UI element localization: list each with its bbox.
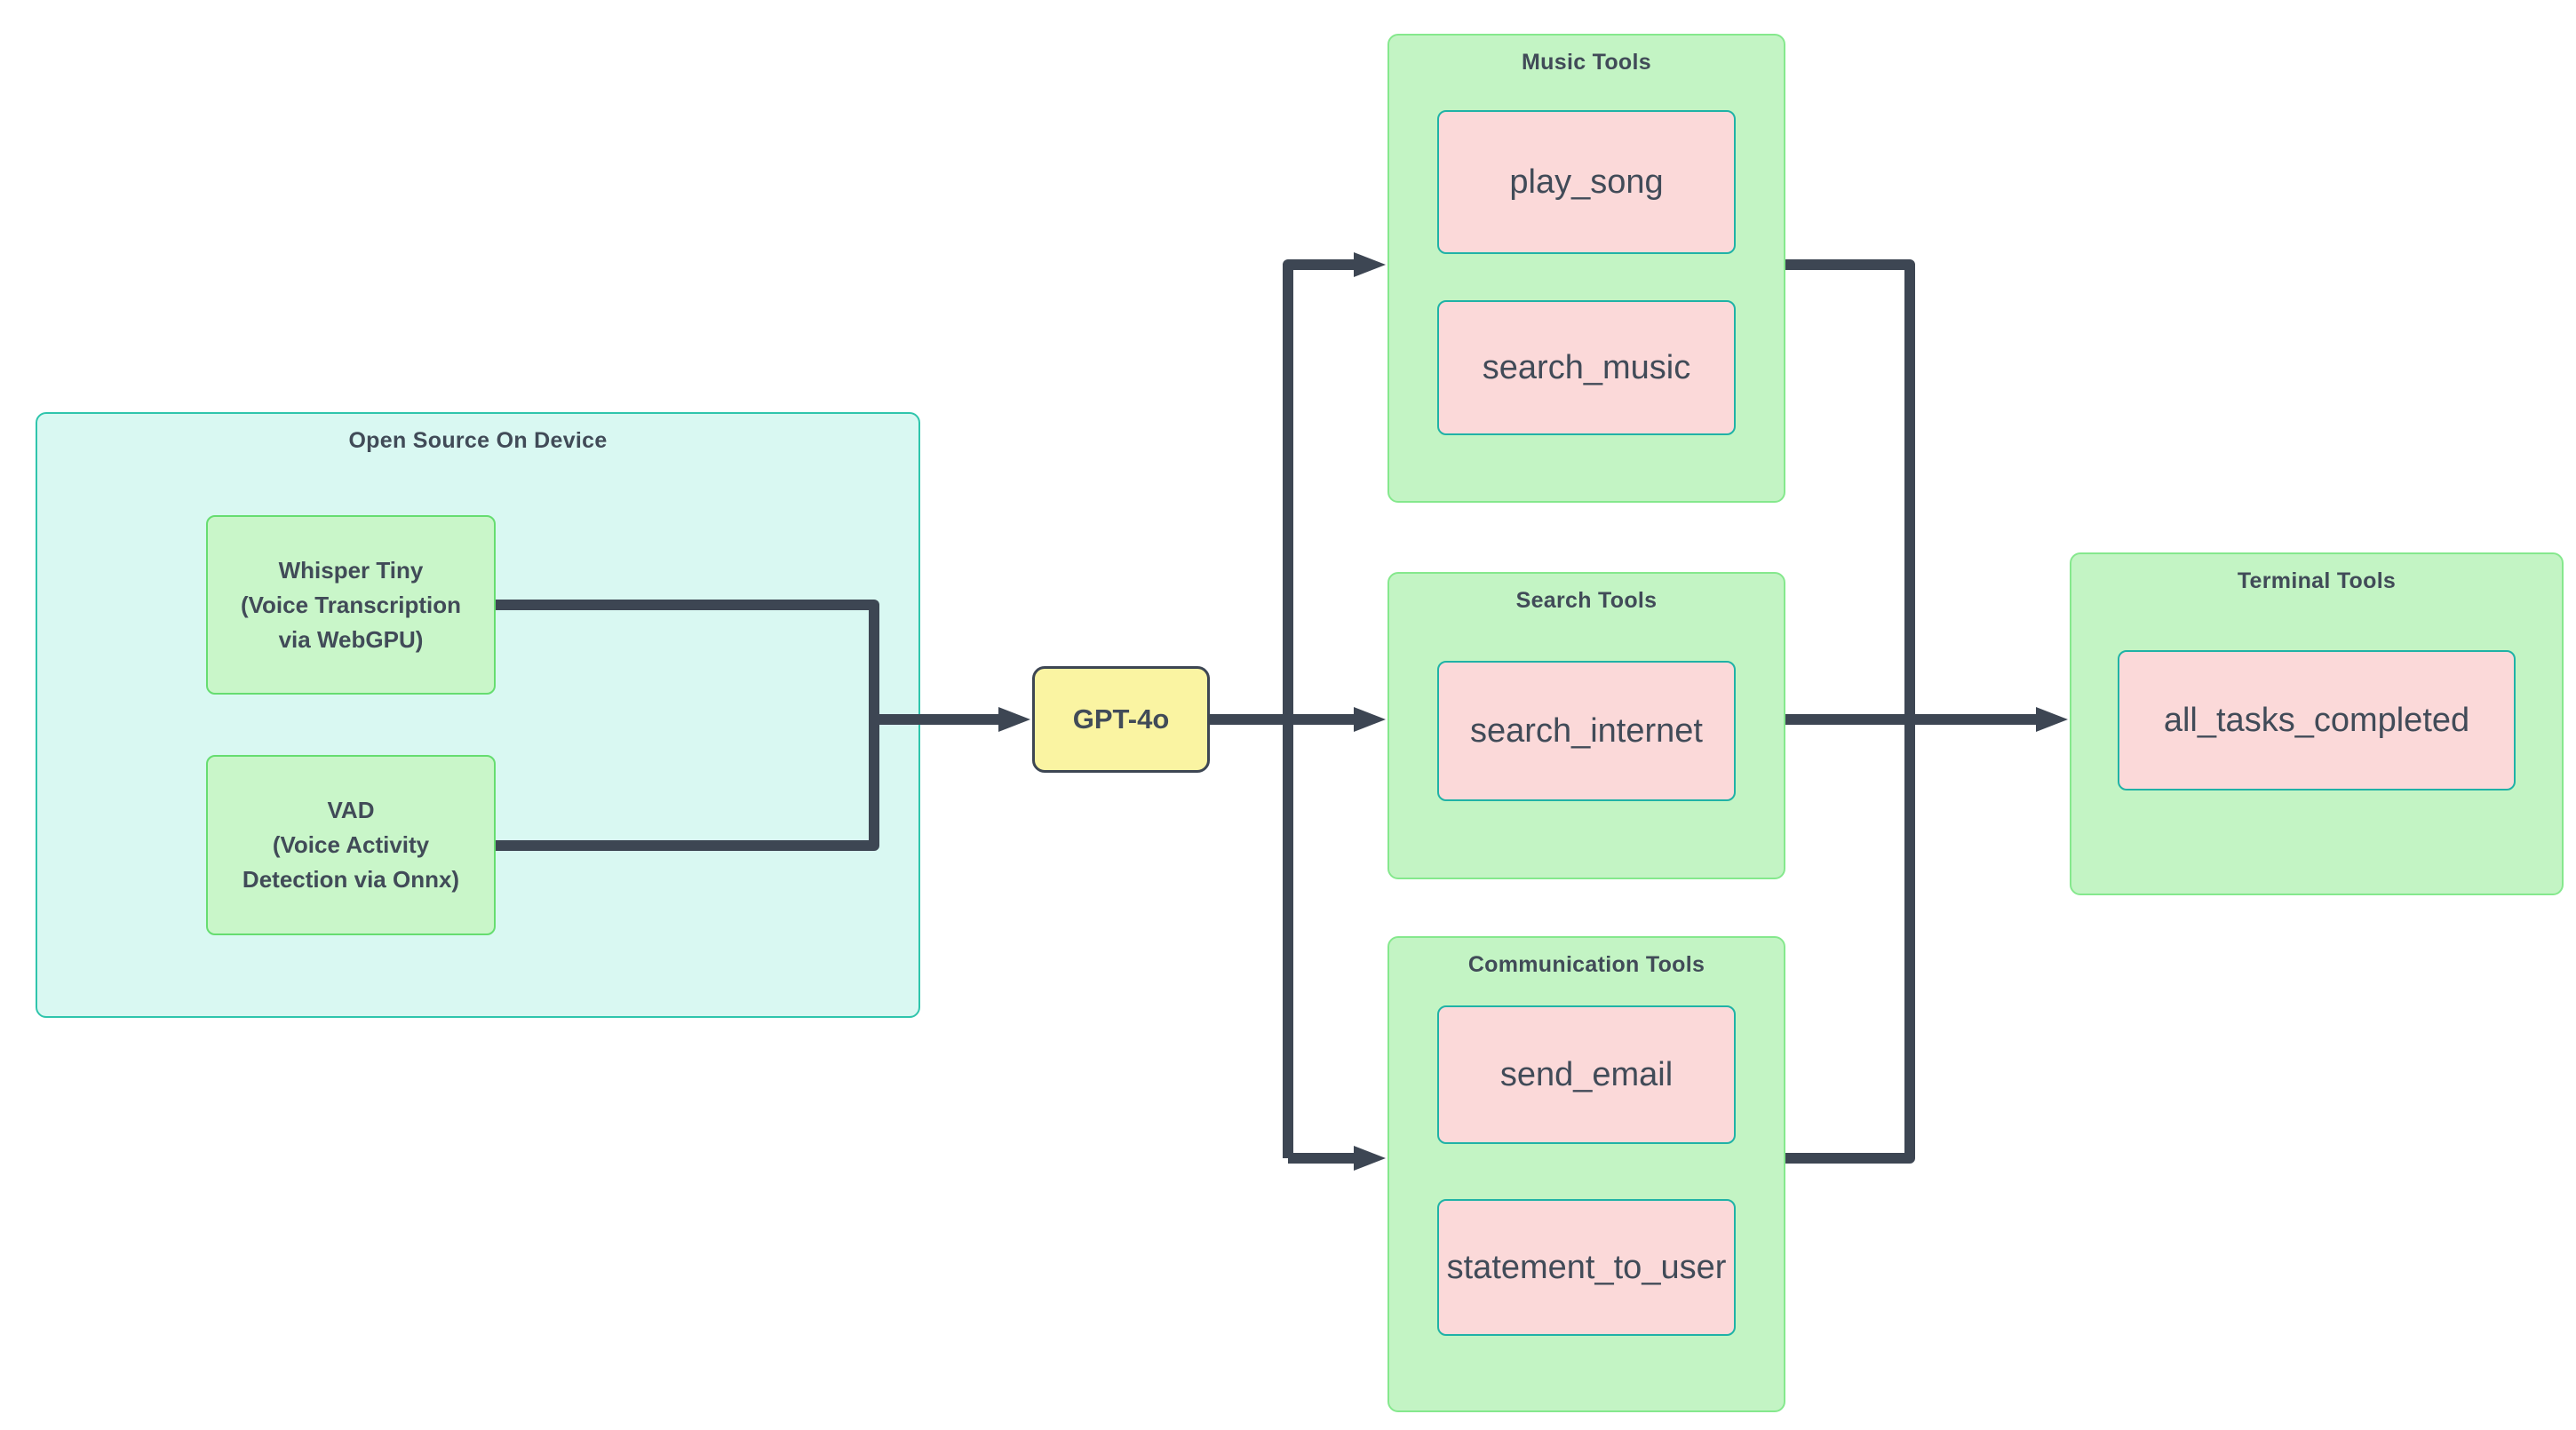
group-title-music-tools: Music Tools [1522,50,1651,75]
group-title-communication-tools: Communication Tools [1467,952,1705,977]
node-search-music: search_music [1437,300,1736,435]
group-title-open-source-on-device: Open Source On Device [348,428,608,453]
node-search-internet: search_internet [1437,661,1736,801]
edge-trunk-to-music-tools [1283,252,1386,1158]
node-gpt-4o: GPT-4o [1032,666,1210,773]
group-title-search-tools: Search Tools [1515,588,1658,613]
node-whisper-tiny: Whisper Tiny (Voice Transcription via We… [206,515,496,695]
node-vad: VAD (Voice Activity Detection via Onnx) [206,755,496,935]
node-all-tasks-completed: all_tasks_completed [2118,650,2516,790]
node-send-email: send_email [1437,1005,1736,1144]
node-statement-to-user: statement_to_user [1437,1199,1736,1336]
node-play-song: play_song [1437,110,1736,254]
edge-right-collector [1785,259,1915,1164]
group-title-terminal-tools: Terminal Tools [2237,568,2397,593]
